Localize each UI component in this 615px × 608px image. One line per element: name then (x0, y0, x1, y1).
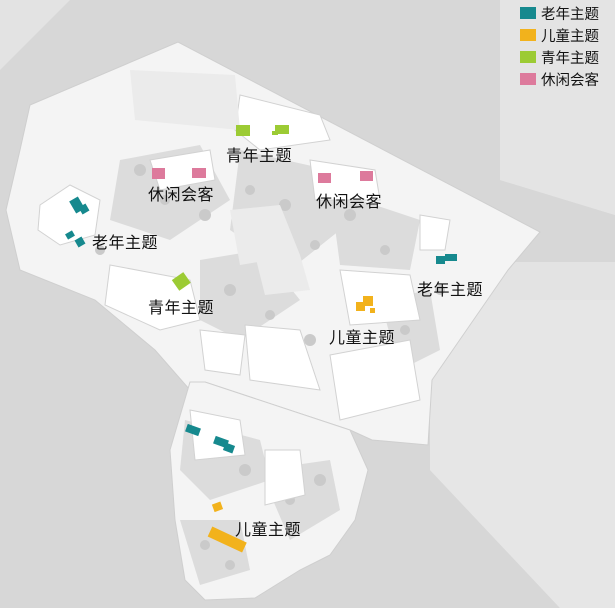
elderly-marker (445, 254, 457, 261)
youth-marker (272, 131, 278, 135)
legend-label: 青年主题 (541, 50, 599, 67)
legend-swatch (520, 29, 536, 41)
elderly-marker (222, 442, 236, 454)
children-marker (370, 308, 375, 313)
elderly-marker (78, 203, 90, 215)
youth-marker (275, 125, 289, 134)
children-marker (211, 501, 224, 513)
elderly-marker (65, 230, 75, 240)
children-marker (356, 302, 365, 311)
youth-marker (236, 125, 250, 136)
legend-item-youth: 青年主题 (520, 46, 615, 68)
legend-label: 休闲会客 (541, 72, 599, 89)
zone-label-youth-center: 青年主题 (148, 298, 215, 317)
courtyards (130, 70, 310, 295)
legend-item-children: 儿童主题 (520, 24, 615, 46)
leisure-marker (318, 173, 331, 183)
leisure-marker (360, 171, 373, 181)
buildings (37, 94, 451, 506)
elderly-marker (185, 423, 201, 437)
map-legend: 老年主题儿童主题青年主题休闲会客 (520, 2, 615, 90)
leisure-marker (192, 168, 206, 178)
leisure-marker (152, 168, 165, 179)
east-block (430, 300, 615, 608)
legend-label: 老年主题 (541, 6, 599, 23)
children-marker (207, 526, 247, 553)
children-marker (363, 296, 373, 306)
leisure-markers (152, 168, 373, 183)
elderly-markers (65, 196, 457, 454)
youth-marker (171, 272, 191, 291)
elderly-marker (74, 236, 86, 248)
legend-item-leisure: 休闲会客 (520, 68, 615, 90)
zone-label-youth-north: 青年主题 (226, 146, 293, 165)
zone-label-children-center: 儿童主题 (329, 328, 396, 347)
legend-label: 儿童主题 (541, 28, 599, 45)
legend-swatch (520, 51, 536, 63)
zone-label-elderly-west: 老年主题 (92, 233, 159, 252)
zone-label-leisure-west: 休闲会客 (148, 185, 215, 204)
legend-swatch (520, 7, 536, 19)
youth-markers (171, 125, 289, 291)
legend-item-elderly: 老年主题 (520, 2, 615, 24)
children-markers (207, 296, 375, 553)
elderly-marker (436, 256, 445, 264)
zone-label-children-south: 儿童主题 (235, 520, 302, 539)
legend-swatch (520, 73, 536, 85)
zone-label-leisure-east: 休闲会客 (316, 192, 383, 211)
zone-label-elderly-east: 老年主题 (417, 280, 484, 299)
